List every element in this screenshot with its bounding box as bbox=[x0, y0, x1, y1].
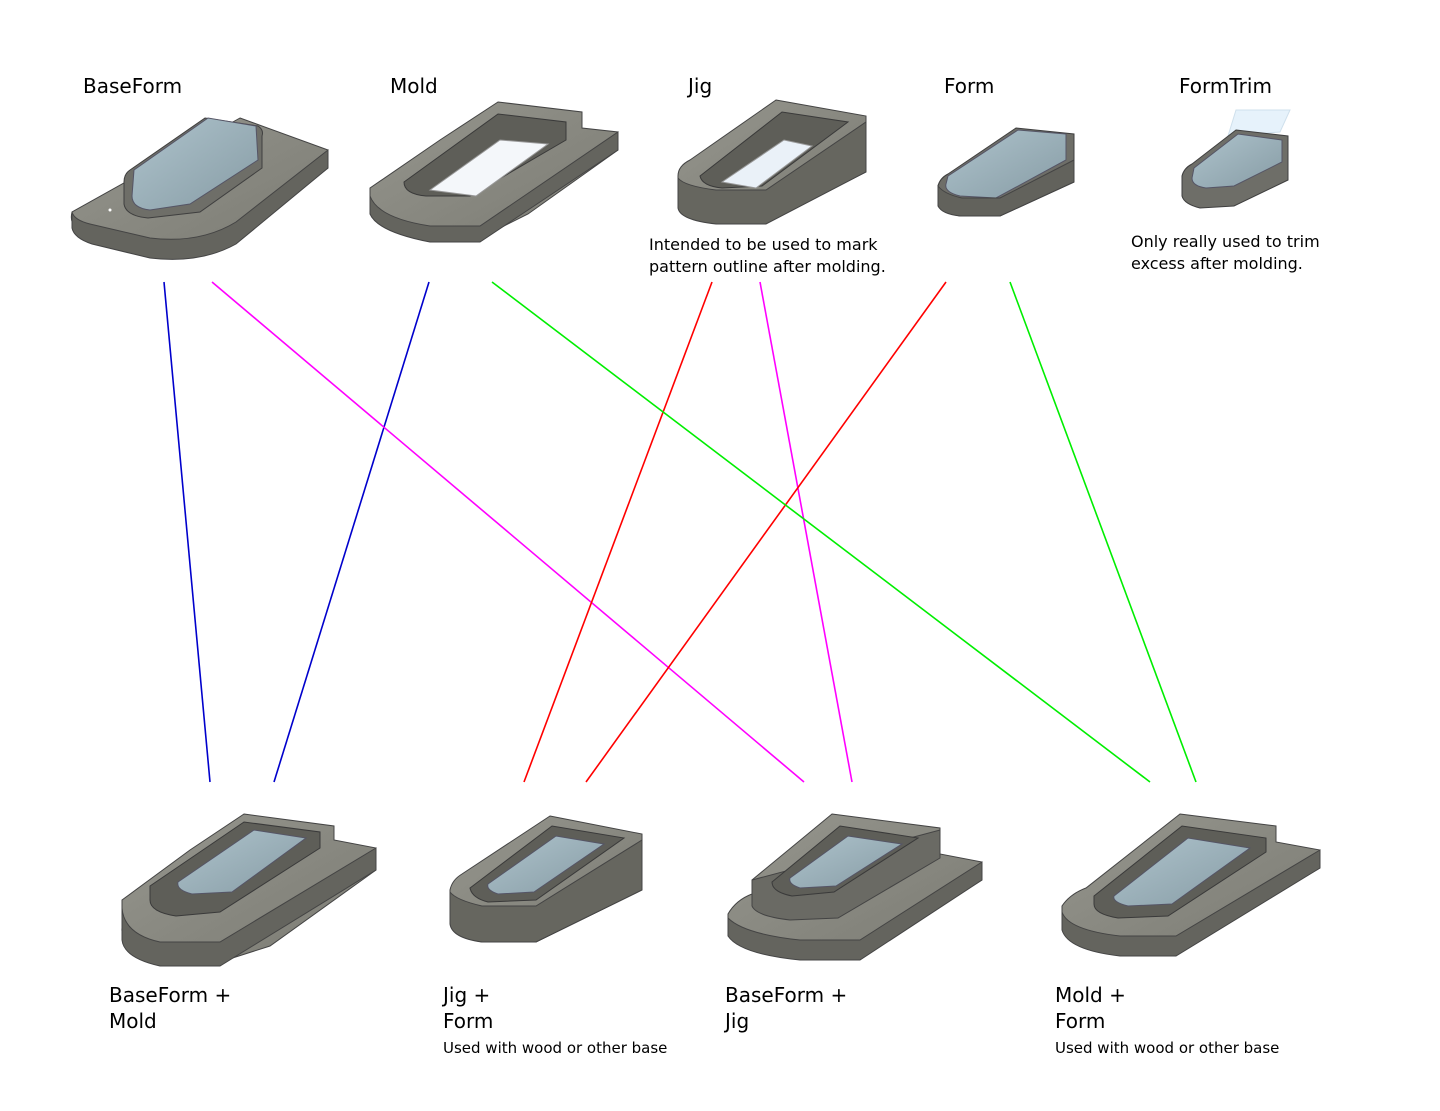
link-baseform-to-baseform-mold bbox=[163, 281, 211, 783]
part-title-mold: Mold bbox=[390, 74, 438, 98]
combo-title-baseform-mold: BaseForm + Mold bbox=[109, 982, 231, 1034]
combo-title-baseform-jig: BaseForm + Jig bbox=[725, 982, 847, 1034]
link-jig-to-baseform-jig bbox=[759, 281, 853, 783]
jig-form-note: Used with wood or other base bbox=[443, 1039, 668, 1057]
jig-form-model bbox=[449, 815, 643, 943]
formtrim-model bbox=[1181, 109, 1291, 209]
combo-title-jig-form: Jig + Form bbox=[443, 982, 493, 1034]
connector-lines bbox=[163, 281, 1197, 783]
mold-model bbox=[369, 101, 619, 243]
combo-title-line1: Mold + bbox=[1055, 983, 1126, 1007]
combo-title-line2: Form bbox=[443, 1009, 494, 1033]
baseform-model bbox=[70, 117, 329, 260]
part-title-jig: Jig bbox=[688, 74, 713, 98]
combo-title-line2: Jig bbox=[725, 1009, 750, 1033]
baseform-jig-model bbox=[727, 813, 983, 961]
part-title-formtrim: FormTrim bbox=[1179, 74, 1272, 98]
jig-note: Intended to be used to mark pattern outl… bbox=[649, 235, 886, 276]
link-form-to-mold-form bbox=[1009, 281, 1197, 783]
baseform-mold-model bbox=[121, 813, 377, 967]
link-baseform-to-baseform-jig bbox=[211, 281, 805, 783]
combo-title-line1: BaseForm + bbox=[725, 983, 848, 1007]
link-jig-to-jig-form bbox=[523, 281, 713, 783]
form-model bbox=[937, 127, 1075, 217]
combo-title-line1: Jig + bbox=[443, 983, 491, 1007]
combo-title-line2: Form bbox=[1055, 1009, 1106, 1033]
jig-model bbox=[677, 99, 867, 225]
combo-title-line1: BaseForm + bbox=[109, 983, 232, 1007]
part-title-baseform: BaseForm bbox=[83, 74, 183, 98]
formtrim-note: Only really used to trim excess after mo… bbox=[1131, 232, 1320, 273]
link-form-to-jig-form bbox=[585, 281, 947, 783]
mold-form-note: Used with wood or other base bbox=[1055, 1039, 1280, 1057]
link-mold-to-baseform-mold bbox=[273, 281, 430, 783]
combo-title-mold-form: Mold + Form bbox=[1055, 982, 1126, 1034]
mold-form-model bbox=[1061, 813, 1321, 957]
link-mold-to-mold-form bbox=[491, 281, 1151, 783]
combo-title-line2: Mold bbox=[109, 1009, 157, 1033]
part-title-form: Form bbox=[944, 74, 995, 98]
